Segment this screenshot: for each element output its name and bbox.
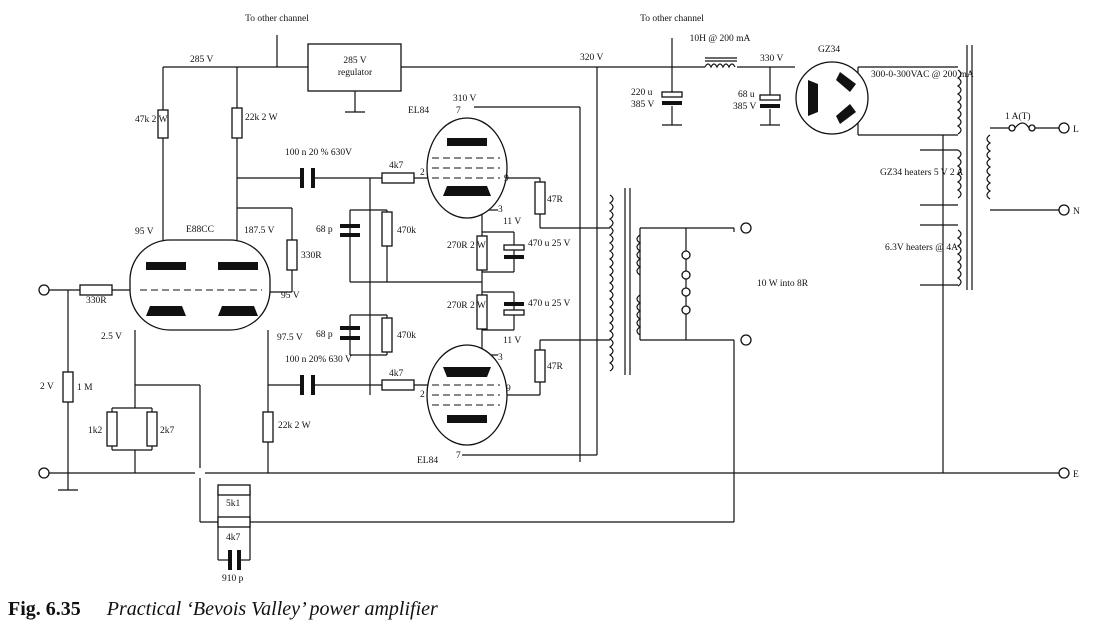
label-r47k: 47k 2 W: [135, 115, 168, 125]
label-r5k1: 5k1: [226, 499, 241, 509]
label-r470k-top: 470k: [397, 226, 416, 236]
el84-top-valve: [426, 117, 508, 219]
label-E: E: [1073, 470, 1079, 480]
label-11v-top: 11 V: [503, 217, 521, 227]
label-r47r-bot: 47R: [547, 362, 564, 372]
label-c470u-top: 470 u 25 V: [528, 239, 570, 249]
label-c220: 220 u: [631, 88, 653, 98]
label-r270r-top: 270R 2 W: [447, 241, 486, 251]
amplifier-schematic: To other channel To other channel 285 V …: [38, 14, 1080, 584]
pin-2-bot: 2: [420, 390, 425, 400]
label-N: N: [1073, 207, 1080, 217]
label-gz34-heaters: GZ34 heaters 5 V 2 A: [880, 168, 963, 178]
label-r1m: 1 M: [77, 383, 93, 393]
label-c910p: 910 p: [222, 574, 244, 584]
pin-9-top: 9: [504, 174, 509, 184]
label-c220v: 385 V: [631, 100, 654, 110]
label-r4k7-bot: 4k7: [389, 369, 404, 379]
label-c100n-bot: 100 n 20% 630 V: [285, 355, 352, 365]
pin-7-bot: 7: [456, 451, 461, 461]
label-r470k-bot: 470k: [397, 331, 416, 341]
label-r2k7: 2k7: [160, 426, 175, 436]
terminals: [38, 284, 50, 479]
label-r47r-top: 47R: [547, 195, 564, 205]
output-transformer: [608, 188, 752, 375]
label-reg-line1: 285 V: [343, 56, 366, 66]
capacitors: [228, 91, 781, 570]
label-gz34: GZ34: [818, 45, 840, 55]
el84-bottom-valve: [426, 344, 508, 446]
label-c100n-top: 100 n 20 % 630V: [285, 148, 352, 158]
label-choke: 10H @ 200 mA: [690, 34, 751, 44]
pin-7-top: 7: [456, 106, 461, 116]
label-320v: 320 V: [580, 53, 603, 63]
label-330v: 330 V: [760, 54, 783, 64]
figure-caption: Fig. 6.35 Practical ‘Bevois Valley’ powe…: [8, 598, 438, 621]
pin-3-top: 3: [498, 205, 503, 215]
pin-9-bot: 9: [506, 384, 511, 394]
labels: To other channel To other channel 285 V …: [40, 14, 1080, 584]
label-r22k-bot: 22k 2 W: [278, 421, 311, 431]
label-c470u-bot: 470 u 25 V: [528, 299, 570, 309]
label-2v: 2 V: [40, 382, 54, 392]
label-c68v: 385 V: [733, 102, 756, 112]
label-fuse: 1 A(T): [1005, 111, 1031, 122]
label-e88cc: E88CC: [186, 225, 214, 235]
label-el84-heaters: 6.3V heaters @ 4A: [885, 243, 958, 253]
pin-2-top: 2: [420, 168, 425, 178]
label-285v: 285 V: [190, 55, 213, 65]
label-c68p-top: 68 p: [316, 225, 333, 235]
label-el84-bot: EL84: [417, 456, 438, 466]
label-310v: 310 V: [453, 94, 476, 104]
label-reg-line2: regulator: [338, 68, 373, 78]
label-r270r-bot: 270R 2 W: [447, 301, 486, 311]
label-el84-top: EL84: [408, 106, 429, 116]
label-975v: 97.5 V: [277, 333, 303, 343]
label-11v-bot: 11 V: [503, 336, 521, 346]
wires: [44, 35, 1060, 561]
choke: [704, 57, 737, 69]
resistors: [62, 107, 546, 528]
label-95v-b: 95 V: [281, 291, 300, 301]
pin-3-bot: 3: [498, 353, 503, 363]
label-r4k7-top: 4k7: [389, 161, 404, 171]
label-r330r: 330R: [301, 251, 322, 261]
label-c68: 68 u: [738, 90, 755, 100]
e88cc-valve: [129, 239, 271, 331]
label-r4k7-fb: 4k7: [226, 533, 241, 543]
label-to-other-2: To other channel: [640, 14, 704, 24]
label-25v: 2.5 V: [101, 332, 122, 342]
label-r1k2: 1k2: [88, 426, 103, 436]
label-187v: 187.5 V: [244, 226, 275, 236]
label-to-other-1: To other channel: [245, 14, 309, 24]
ground-symbols: [58, 124, 780, 491]
gz34-rectifier: [795, 61, 869, 135]
label-95v-a: 95 V: [135, 227, 154, 237]
label-hv-sec: 300-0-300VAC @ 200 mA: [871, 70, 974, 80]
mains-transformer: [956, 45, 1070, 479]
regulator: [307, 43, 402, 113]
label-L: L: [1073, 125, 1079, 135]
label-output: 10 W into 8R: [757, 279, 809, 289]
label-r22k-top: 22k 2 W: [245, 113, 278, 123]
label-r330r-in: 330R: [86, 296, 107, 306]
figure-number: Fig. 6.35: [8, 598, 81, 620]
figure-title: Practical ‘Bevois Valley’ power amplifie…: [106, 598, 438, 620]
label-c68p-bot: 68 p: [316, 330, 333, 340]
